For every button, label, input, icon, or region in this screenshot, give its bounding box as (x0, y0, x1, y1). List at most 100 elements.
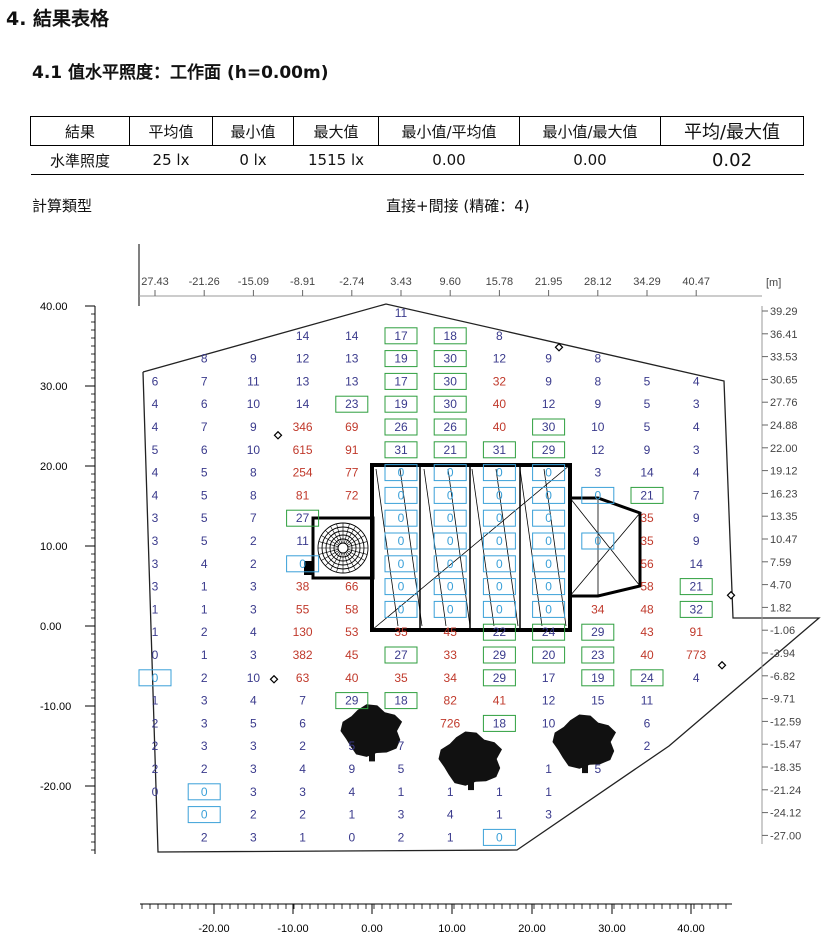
grid-value: 13 (296, 374, 310, 388)
grid-value: 72 (345, 488, 359, 502)
grid-value: 7 (201, 420, 208, 434)
grid-value: 1 (201, 648, 208, 662)
value-box (581, 532, 615, 550)
spoke-300 (345, 526, 356, 544)
grid-value: 8 (594, 352, 601, 366)
grid-value: 31 (394, 443, 408, 457)
value-box (581, 646, 615, 664)
tree-trunk-3 (582, 765, 588, 774)
grid-value: 2 (299, 739, 306, 753)
value-box (482, 714, 516, 732)
grid-value: 4 (693, 374, 700, 388)
spoke-135 (325, 551, 340, 566)
grid-value: 40 (640, 648, 654, 662)
tree-1 (340, 704, 403, 762)
spoke-150 (321, 550, 339, 561)
grid-value: 8 (496, 329, 503, 343)
right-tick-label-4: 27.76 (770, 397, 798, 409)
grid-value: 14 (640, 466, 654, 480)
marker-1 (554, 342, 564, 352)
grid-value: 1 (348, 808, 355, 822)
value-box (581, 623, 615, 641)
grid-value: 29 (493, 648, 507, 662)
grid-value: 0 (398, 534, 405, 548)
grid-value: 7 (250, 511, 257, 525)
grid-value: 0 (299, 557, 306, 571)
grid-value: 0 (594, 534, 601, 548)
grid-value: 19 (394, 397, 408, 411)
value-box (384, 578, 418, 596)
value-box (384, 418, 418, 436)
value-box (384, 555, 418, 573)
grid-value: 7 (693, 488, 700, 502)
grid-value: 1 (545, 762, 552, 776)
header-min-max: 最小值/最大值 (519, 116, 661, 146)
grid-value: 4 (250, 625, 257, 639)
grid-value: 23 (345, 397, 359, 411)
grid-value: 1 (152, 602, 159, 616)
spoke-60 (345, 552, 356, 570)
value-box (384, 646, 418, 664)
grid-value: 9 (693, 511, 700, 525)
grid-value: 0 (398, 602, 405, 616)
tree-canopy-3 (552, 714, 616, 769)
grid-value: 4 (693, 466, 700, 480)
wing-brace-a (569, 497, 641, 587)
value-box (482, 464, 516, 482)
right-tick-label-5: 24.88 (770, 420, 798, 432)
grid-value: 1 (398, 785, 405, 799)
grid-value: 1 (201, 602, 208, 616)
right-tick-label-14: -1.06 (770, 625, 795, 637)
spoke-345 (347, 541, 368, 547)
grid-value: 31 (493, 443, 507, 457)
grid-value: 11 (395, 306, 408, 320)
right-wing (568, 496, 642, 598)
grid-value: 9 (250, 420, 257, 434)
grid-value: 3 (299, 785, 306, 799)
value-box (482, 532, 516, 550)
value-box (384, 509, 418, 527)
value-box (384, 692, 418, 710)
grid-value: 9 (348, 762, 355, 776)
grid-value: 0 (496, 466, 503, 480)
results-data-row: 水準照度 25 lx 0 lx 1515 lx 0.00 0.00 0.02 (30, 145, 804, 175)
value-box (433, 578, 467, 596)
grid-value: 7 (398, 739, 405, 753)
grid-value: 3 (250, 785, 257, 799)
value-box (433, 486, 467, 504)
grid-value: 21 (444, 443, 458, 457)
value-box (433, 509, 467, 527)
grid-value: 130 (293, 625, 313, 639)
value-box (433, 350, 467, 368)
bottom-tick-label-2: 0.00 (361, 923, 382, 935)
grid-value: 0 (545, 534, 552, 548)
grid-value: 5 (644, 374, 651, 388)
unit-label: [m] (766, 277, 781, 289)
wing-brace-b (569, 512, 641, 597)
grid-value: 0 (447, 580, 454, 594)
grid-value: 0 (545, 511, 552, 525)
grid-value: 3 (250, 762, 257, 776)
grid-value: 33 (444, 648, 458, 662)
value-box (482, 828, 516, 846)
spoke-120 (330, 552, 341, 570)
grid-value: 38 (296, 580, 310, 594)
left-tick-label-3: 10.00 (40, 541, 68, 553)
spoke-45 (346, 551, 361, 566)
grid-value: 0 (398, 511, 405, 525)
grid-value: 0 (545, 580, 552, 594)
top-tick-label-8: 21.95 (535, 276, 563, 288)
section-title: 4. 結果表格 (6, 8, 110, 30)
grid-value: 14 (345, 329, 359, 343)
right-tick-label-15: -3.94 (770, 648, 795, 660)
right-tick-label-12: 4.70 (770, 580, 791, 592)
value-box (482, 669, 516, 687)
grid-value: 1 (299, 830, 306, 844)
grid-value: 29 (542, 443, 556, 457)
grid-value: 30 (444, 397, 458, 411)
results-header-row: 結果 平均值 最小值 最大值 最小值/平均值 最小值/最大值 平均/最大值 (30, 116, 804, 146)
grid-value: 30 (444, 374, 458, 388)
grid-value: 3 (250, 739, 257, 753)
right-tick-label-10: 10.47 (770, 534, 798, 546)
grid-value: 63 (296, 671, 310, 685)
